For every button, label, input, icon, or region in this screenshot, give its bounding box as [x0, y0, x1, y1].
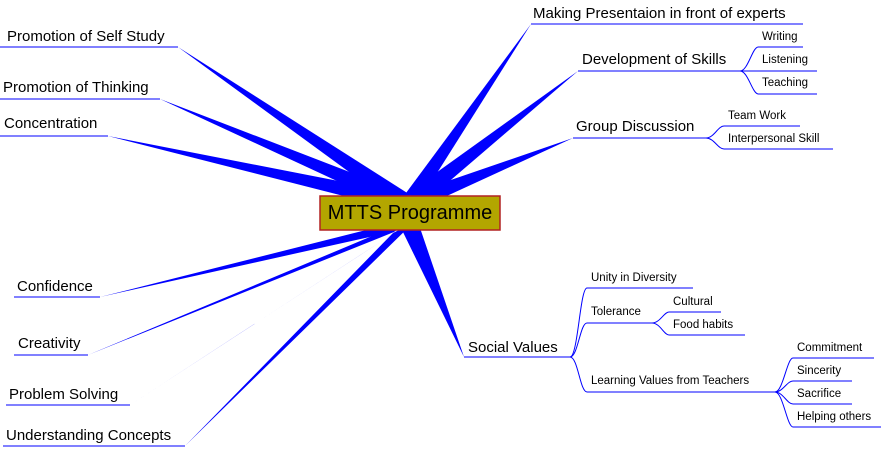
right-topics: Making Presentaion in front of experts D… [464, 5, 803, 358]
topic-label: Understanding Concepts [6, 427, 171, 444]
topic-concentration[interactable]: Concentration [0, 115, 108, 137]
subtopic-label: Cultural [673, 296, 713, 308]
subtopic-label: Sacrifice [797, 388, 841, 400]
wedge-confidence [100, 220, 406, 297]
subtopic-label: Helping others [797, 411, 871, 423]
wedge-creativity [88, 221, 408, 355]
topic-social-values[interactable]: Social Values [464, 339, 570, 358]
wedge-group-discussion [410, 138, 573, 206]
subtopic-label: Sincerity [797, 365, 841, 377]
topic-label: Confidence [17, 278, 93, 295]
wedge-making-presentation [406, 24, 531, 200]
subtopic-label: Unity in Diversity [591, 272, 677, 284]
wedge-problem-solving [130, 222, 411, 405]
wedge-promotion-of-self-study [178, 47, 412, 204]
subtopic-label: Writing [762, 31, 798, 43]
subtopic-listening[interactable]: Listening [758, 54, 817, 72]
subtopic-helping-others[interactable]: Helping others [793, 411, 881, 428]
topic-development-of-skills[interactable]: Development of Skills [578, 51, 740, 72]
topic-label: Problem Solving [9, 386, 118, 403]
subtopic-label: Commitment [797, 342, 863, 354]
subtopic-label: Interpersonal Skill [728, 133, 819, 145]
tolerance-children: Cultural Food habits [651, 296, 745, 336]
root-node[interactable]: MTTS Programme [319, 195, 501, 231]
topic-label: Promotion of Self Study [7, 28, 165, 45]
subtopic-writing[interactable]: Writing [758, 31, 803, 48]
topic-promotion-of-thinking[interactable]: Promotion of Thinking [0, 79, 160, 100]
subtopic-label: Teaching [762, 77, 808, 89]
subtopic-label: Learning Values from Teachers [591, 375, 749, 387]
subtopic-sincerity[interactable]: Sincerity [793, 365, 852, 382]
learning-values-children: Commitment Sincerity Sacrifice Helping o… [774, 342, 881, 428]
topic-group-discussion[interactable]: Group Discussion [573, 118, 706, 139]
subtopic-label: Listening [762, 54, 808, 66]
topic-making-presentation[interactable]: Making Presentaion in front of experts [531, 5, 803, 25]
topic-label: Development of Skills [582, 51, 726, 68]
subtopic-commitment[interactable]: Commitment [793, 342, 874, 359]
wedge-concentration [108, 136, 410, 208]
topic-label: Promotion of Thinking [3, 79, 149, 96]
topic-confidence[interactable]: Confidence [14, 278, 100, 298]
topic-promotion-of-self-study[interactable]: Promotion of Self Study [0, 28, 178, 48]
root-node-label: MTTS Programme [328, 202, 492, 224]
topic-label: Social Values [468, 339, 558, 356]
subtopic-interpersonal-skill[interactable]: Interpersonal Skill [724, 133, 833, 150]
social-values-children: Unity in Diversity Tolerance Learning Va… [569, 272, 775, 393]
group-discussion-children: Team Work Interpersonal Skill [705, 110, 833, 150]
subtopic-cultural[interactable]: Cultural [669, 296, 721, 313]
subtopic-unity-in-diversity[interactable]: Unity in Diversity [587, 272, 693, 289]
subtopic-tolerance[interactable]: Tolerance [587, 306, 652, 324]
wedge-promotion-of-thinking [160, 99, 412, 206]
subtopic-team-work[interactable]: Team Work [724, 110, 800, 127]
subtopic-sacrifice[interactable]: Sacrifice [793, 388, 852, 405]
root-node-box [319, 195, 501, 231]
topic-label: Group Discussion [576, 118, 694, 135]
subtopic-label: Food habits [673, 319, 733, 331]
topic-label: Creativity [18, 335, 81, 352]
wedge-understanding-concepts [185, 223, 413, 446]
topic-understanding-concepts[interactable]: Understanding Concepts [3, 427, 185, 447]
topic-problem-solving[interactable]: Problem Solving [6, 386, 130, 406]
subtopic-learning-values-from-teachers[interactable]: Learning Values from Teachers [587, 375, 775, 393]
subtopic-food-habits[interactable]: Food habits [669, 319, 745, 336]
subtopic-teaching[interactable]: Teaching [758, 77, 817, 95]
topic-label: Making Presentaion in front of experts [533, 5, 786, 22]
subtopic-label: Tolerance [591, 306, 641, 318]
topic-label: Concentration [4, 115, 97, 132]
subtopic-label: Team Work [728, 110, 786, 122]
wedge-social-values [401, 222, 464, 357]
wedge-development-of-skills [408, 71, 578, 203]
main-branch-wedges [88, 24, 578, 446]
development-of-skills-children: Writing Listening Teaching [739, 31, 817, 95]
left-topics: Promotion of Self Study Promotion of Thi… [0, 28, 185, 447]
topic-creativity[interactable]: Creativity [14, 335, 88, 356]
